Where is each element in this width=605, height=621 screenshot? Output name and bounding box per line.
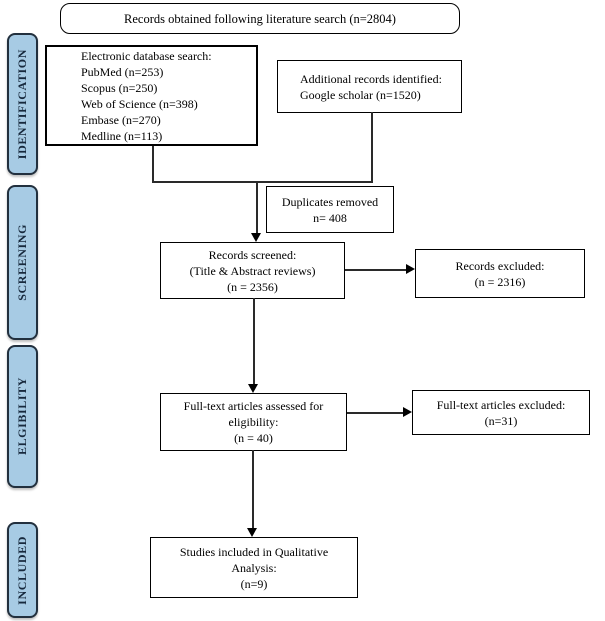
screened-line2: (Title & Abstract reviews) bbox=[189, 263, 316, 278]
connector-screened-to-fulltext bbox=[253, 298, 255, 386]
box-studies-included: Studies included in Qualitative Analysis… bbox=[150, 537, 358, 598]
arrowhead-to-screened bbox=[251, 233, 261, 242]
db-search-medline: Medline (n=113) bbox=[81, 128, 163, 143]
db-search-heading: Electronic database search: bbox=[81, 48, 212, 63]
stage-included: INCLUDED bbox=[7, 522, 38, 618]
box-electronic-database-search: Electronic database search: PubMed (n=25… bbox=[45, 45, 258, 146]
db-search-pubmed: PubMed (n=253) bbox=[81, 64, 164, 79]
arrowhead-to-included bbox=[247, 528, 257, 537]
box-records-obtained: Records obtained following literature se… bbox=[60, 3, 460, 34]
fulltext-line2: eligibility: bbox=[228, 415, 279, 429]
stage-eligibility: ELGIBILITY bbox=[7, 345, 38, 488]
studies-included-line3: (n=9) bbox=[240, 576, 268, 591]
studies-included-line1: Studies included in Qualitative bbox=[179, 544, 329, 559]
connector-merge-to-screened bbox=[256, 181, 258, 236]
box-fulltext-excluded: Full-text articles excluded: (n=31) bbox=[412, 390, 590, 435]
stage-identification: IDENTIFICATION bbox=[7, 33, 38, 175]
additional-records-line2: Google scholar (n=1520) bbox=[300, 87, 421, 102]
db-search-web-of-science: Web of Science (n=398) bbox=[81, 96, 198, 111]
connector-additional-down bbox=[371, 112, 373, 182]
box-records-obtained-text: Records obtained following literature se… bbox=[124, 11, 396, 26]
connector-fulltext-to-included bbox=[252, 450, 254, 530]
screened-line3: (n = 2356) bbox=[227, 279, 278, 294]
screened-line1: Records screened: bbox=[208, 247, 297, 262]
records-excluded-line2: (n = 2316) bbox=[474, 274, 526, 289]
stage-included-label: INCLUDED bbox=[15, 535, 29, 605]
connector-fulltext-to-excluded bbox=[347, 412, 404, 414]
arrowhead-to-fulltext bbox=[248, 384, 258, 393]
fulltext-excluded-line2: (n=31) bbox=[484, 413, 518, 428]
box-fulltext-assessed: Full-text articles assessed for eligibil… bbox=[160, 393, 347, 451]
stage-screening: SCREENING bbox=[7, 185, 38, 340]
fulltext-line3: (n = 40) bbox=[234, 431, 273, 445]
stage-screening-label: SCREENING bbox=[15, 224, 29, 301]
db-search-embase: Embase (n=270) bbox=[81, 112, 161, 127]
studies-included-line2: Analysis: bbox=[231, 560, 277, 575]
arrowhead-to-fulltext-excluded bbox=[403, 407, 412, 417]
box-records-screened: Records screened: (Title & Abstract revi… bbox=[160, 242, 345, 299]
records-excluded-line1: Records excluded: bbox=[455, 258, 545, 273]
box-additional-records: Additional records identified: Google sc… bbox=[277, 60, 462, 113]
additional-records-line1: Additional records identified: bbox=[300, 71, 442, 86]
fulltext-excluded-line1: Full-text articles excluded: bbox=[436, 397, 566, 412]
connector-merge-horizontal bbox=[152, 181, 373, 183]
stage-eligibility-label: ELGIBILITY bbox=[15, 377, 29, 456]
connector-db-down bbox=[152, 146, 154, 182]
box-records-excluded: Records excluded: (n = 2316) bbox=[415, 249, 585, 298]
stage-identification-label: IDENTIFICATION bbox=[15, 48, 29, 160]
arrowhead-to-records-excluded bbox=[406, 264, 415, 274]
fulltext-line1: Full-text articles assessed for bbox=[183, 399, 324, 413]
box-duplicates-removed: Duplicates removed n= 408 bbox=[266, 186, 394, 233]
duplicates-line2: n= 408 bbox=[313, 210, 347, 225]
connector-screened-to-excluded bbox=[345, 269, 407, 271]
db-search-scopus: Scopus (n=250) bbox=[81, 80, 158, 95]
duplicates-line1: Duplicates removed bbox=[281, 194, 379, 209]
